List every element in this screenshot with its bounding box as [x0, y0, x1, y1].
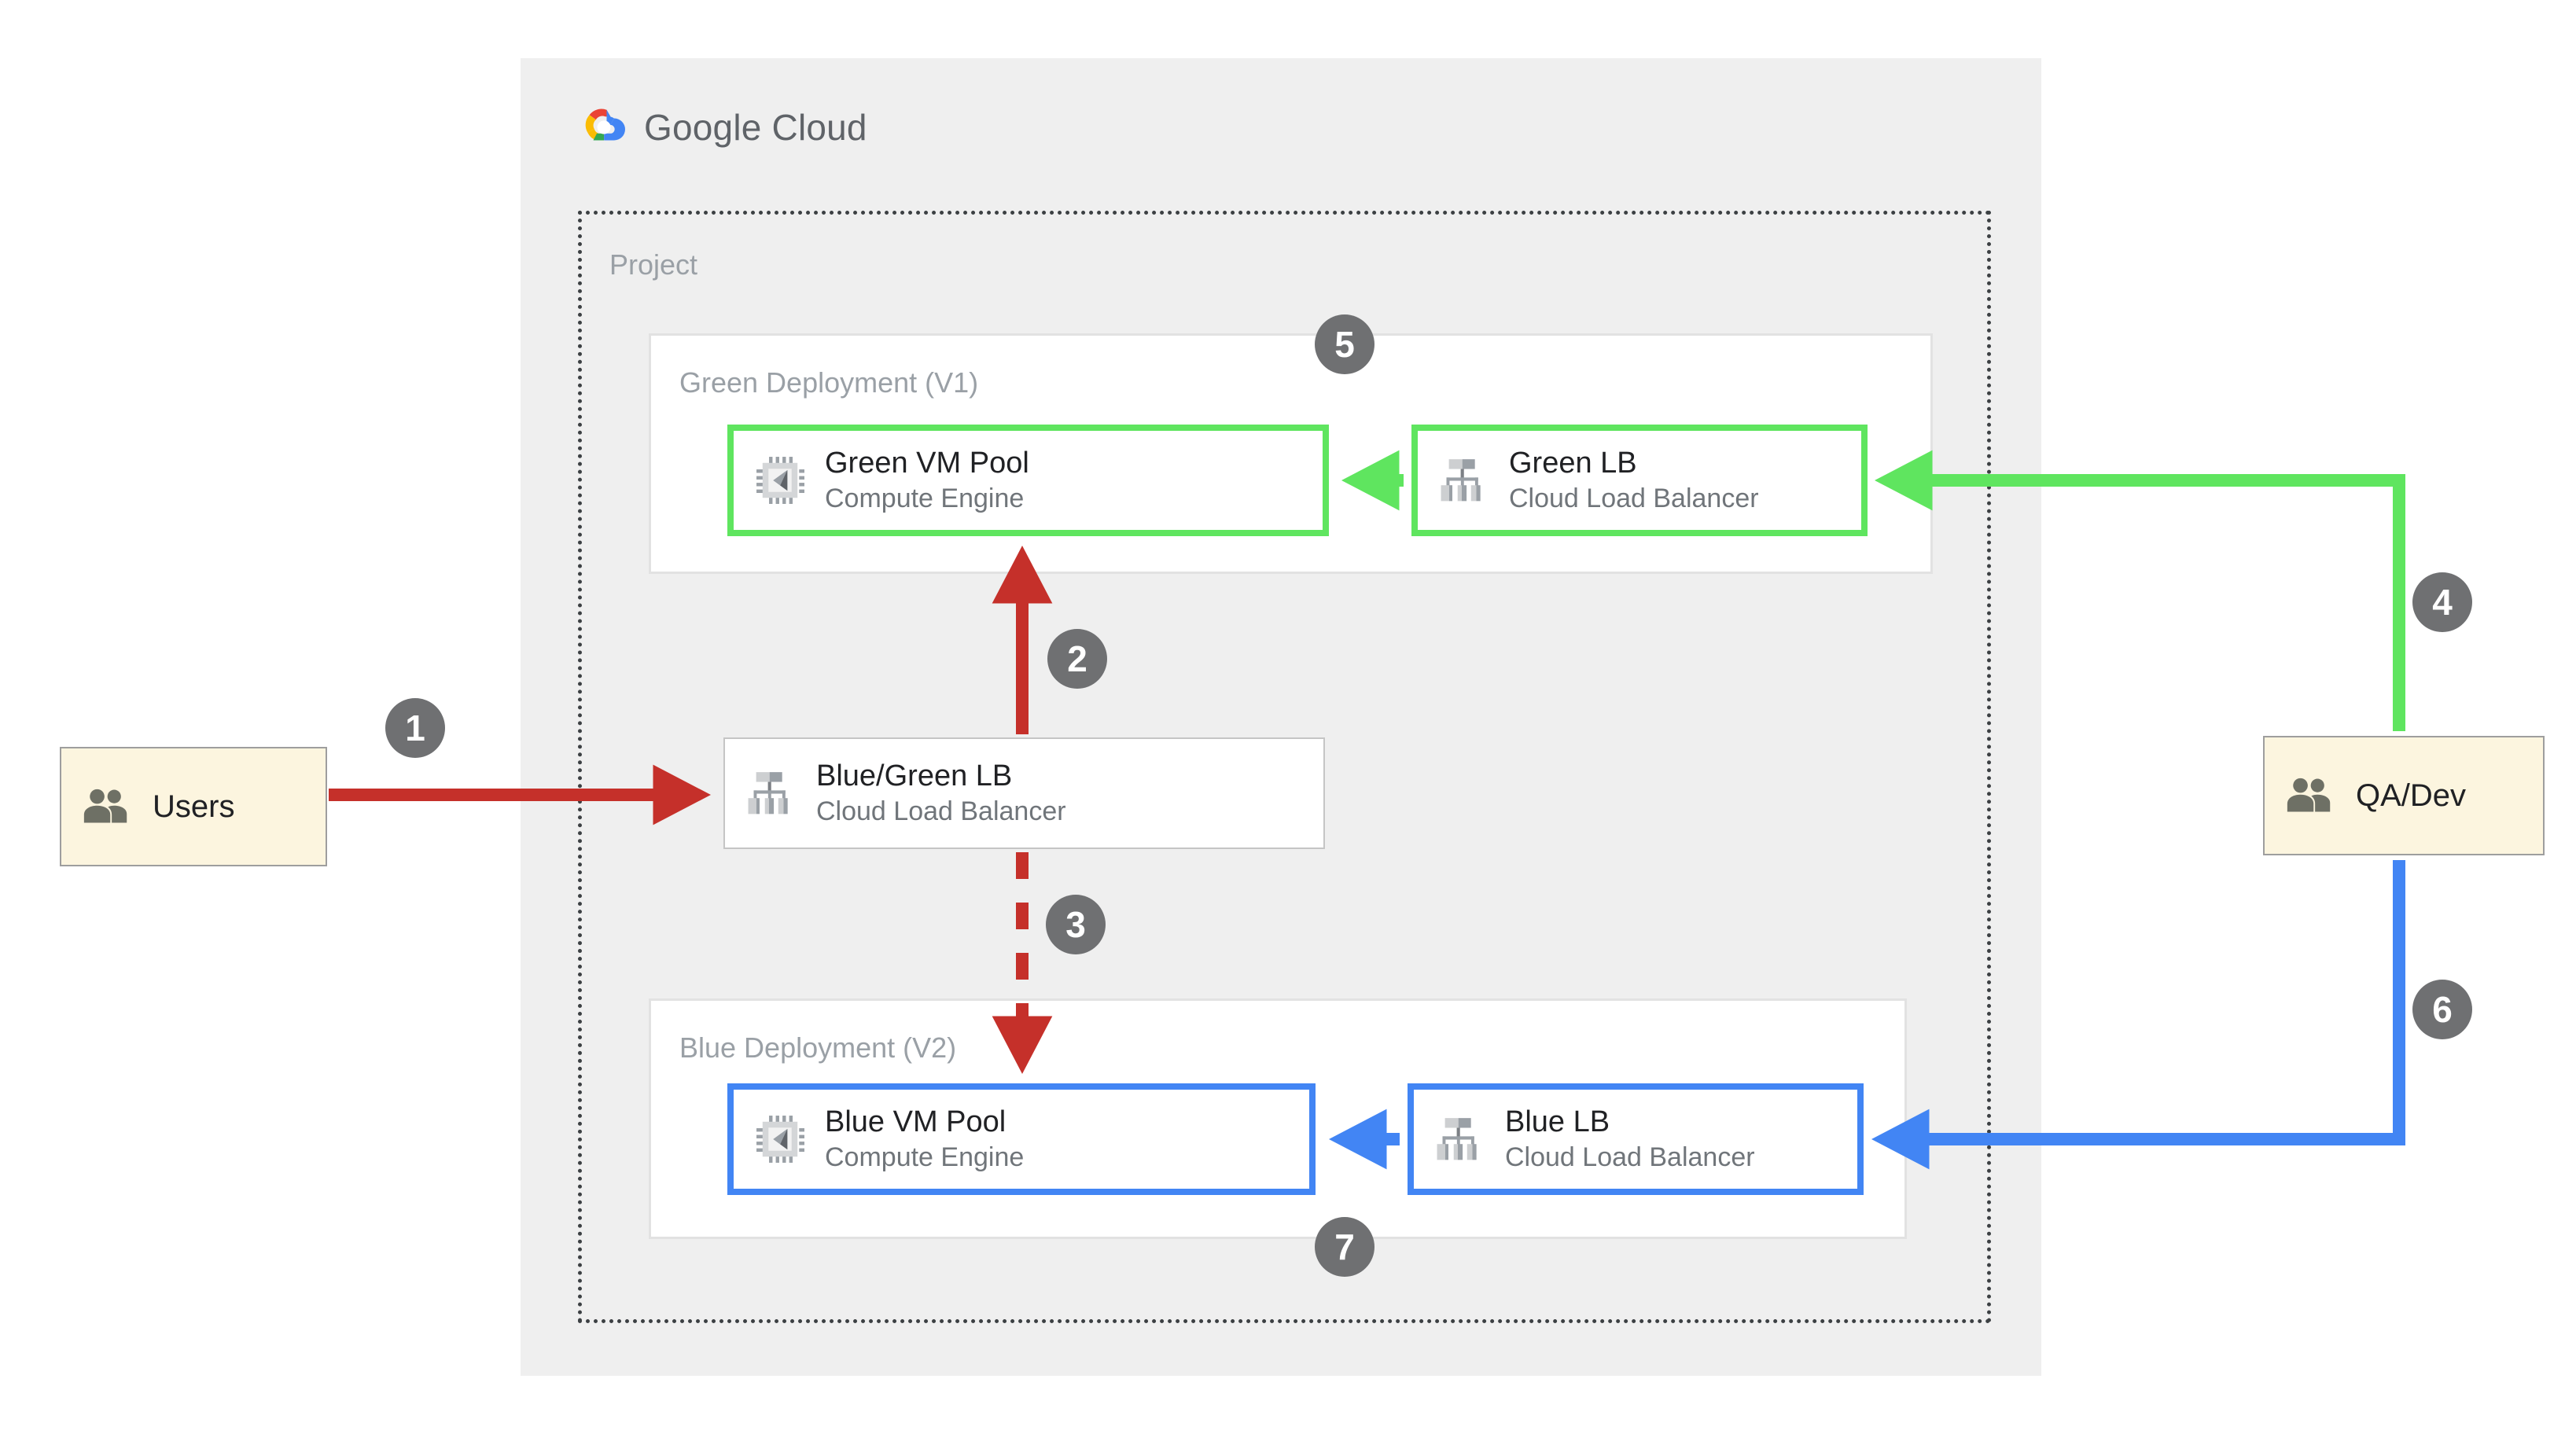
step-badge-4: 4 [2412, 572, 2472, 632]
load-balancer-icon [747, 770, 796, 816]
node-green-vm-pool[interactable]: Green VM Pool Compute Engine [727, 425, 1329, 536]
load-balancer-icon [1440, 458, 1489, 503]
node-blue-vm-pool-text: Blue VM Pool Compute Engine [825, 1105, 1024, 1174]
load-balancer-icon [1436, 1116, 1485, 1162]
blue-deployment-label: Blue Deployment (V2) [679, 1031, 957, 1064]
node-subtitle: Compute Engine [825, 1142, 1025, 1173]
node-title: Blue LB [1505, 1105, 1610, 1138]
node-green-vm-pool-text: Green VM Pool Compute Engine [825, 447, 1029, 515]
node-green-lb-text: Green LB Cloud Load Balancer [1509, 447, 1759, 515]
step-badge-2: 2 [1047, 629, 1107, 689]
cpu-icon [756, 456, 806, 505]
node-bluegreen-lb-text: Blue/Green LB Cloud Load Balancer [816, 759, 1066, 828]
google-cloud-wordmark: Google Cloud [644, 106, 867, 149]
node-subtitle: Cloud Load Balancer [816, 796, 1066, 827]
project-boundary [578, 211, 1991, 1323]
provider-name-cloud: Cloud [761, 106, 867, 148]
node-subtitle: Cloud Load Balancer [1505, 1142, 1755, 1173]
node-title: Green VM Pool [825, 446, 1029, 480]
step-badge-1: 1 [385, 698, 445, 758]
green-deployment-label: Green Deployment (V1) [679, 366, 979, 399]
actor-users[interactable]: Users [60, 747, 327, 866]
node-title: Green LB [1509, 446, 1637, 480]
step-badge-7: 7 [1315, 1217, 1374, 1277]
actor-qa-dev-label: QA/Dev [2356, 778, 2467, 813]
node-blue-lb[interactable]: Blue LB Cloud Load Balancer [1408, 1083, 1864, 1195]
google-cloud-logo-icon [578, 104, 630, 150]
provider-name-google: Google [644, 106, 762, 148]
step-badge-6: 6 [2412, 980, 2472, 1039]
google-cloud-branding: Google Cloud [578, 104, 867, 150]
node-subtitle: Cloud Load Balancer [1509, 484, 1759, 514]
node-subtitle: Compute Engine [825, 484, 1025, 514]
node-blue-lb-text: Blue LB Cloud Load Balancer [1505, 1105, 1755, 1174]
project-label: Project [609, 248, 698, 281]
node-green-lb[interactable]: Green LB Cloud Load Balancer [1411, 425, 1868, 536]
node-title: Blue/Green LB [816, 759, 1013, 792]
node-blue-vm-pool[interactable]: Blue VM Pool Compute Engine [727, 1083, 1316, 1195]
cpu-icon [756, 1115, 806, 1164]
node-bluegreen-lb[interactable]: Blue/Green LB Cloud Load Balancer [723, 737, 1325, 849]
step-badge-5: 5 [1315, 314, 1374, 374]
people-icon [82, 788, 131, 825]
actor-qa-dev[interactable]: QA/Dev [2263, 736, 2545, 855]
node-title: Blue VM Pool [825, 1105, 1006, 1138]
step-badge-3: 3 [1046, 895, 1106, 954]
actor-users-label: Users [153, 789, 235, 824]
people-icon [2285, 777, 2334, 814]
